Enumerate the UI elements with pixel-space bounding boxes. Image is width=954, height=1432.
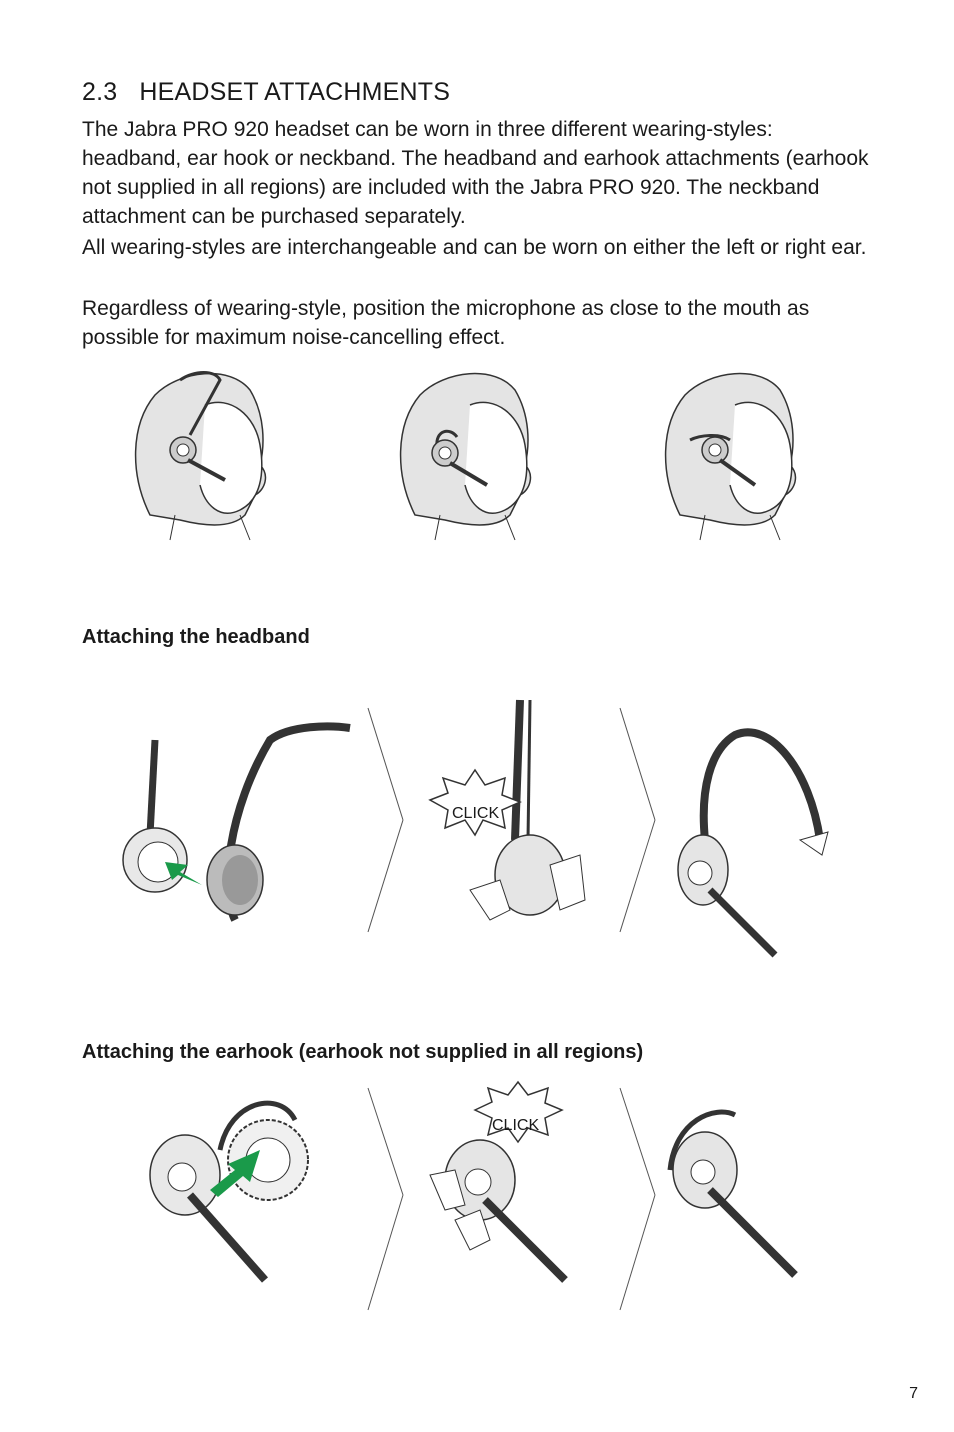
green-arrow-icon [210,1150,260,1197]
earhook-step-2: CLICK [429,1080,568,1283]
page-number: 7 [909,1385,918,1402]
headband-attachment-steps: CLICK [122,699,829,958]
earhook-section-title: Attaching the earhook (earhook not suppl… [82,1041,644,1063]
paragraph-interchangeable: All wearing-styles are interchangeable a… [82,236,867,259]
headband-step-3 [677,728,829,958]
earhook-step-3 [667,1109,798,1278]
section-number: 2.3 [82,78,118,106]
headband-click-label: CLICK [452,805,499,822]
section-heading: 2.3 HEADSET ATTACHMENTS [82,78,450,107]
earhook-step-1 [149,1100,309,1283]
headband-step-2: CLICK [428,699,586,921]
green-arrow-icon [165,862,202,885]
earhook-click-label: CLICK [492,1117,539,1134]
section-title: HEADSET ATTACHMENTS [139,78,451,106]
earhook-attachment-steps: CLICK [149,1080,798,1311]
earhook-wearing-illustration [399,372,532,541]
headband-step-1 [122,722,351,922]
paragraph-wearing-styles: The Jabra PRO 920 headset can be worn in… [82,118,869,228]
headband-wearing-illustration [134,371,267,541]
neckband-wearing-illustration [664,372,797,541]
headband-section-title: Attaching the headband [82,626,310,648]
paragraph-microphone: Regardless of wearing-style, position th… [82,297,810,349]
